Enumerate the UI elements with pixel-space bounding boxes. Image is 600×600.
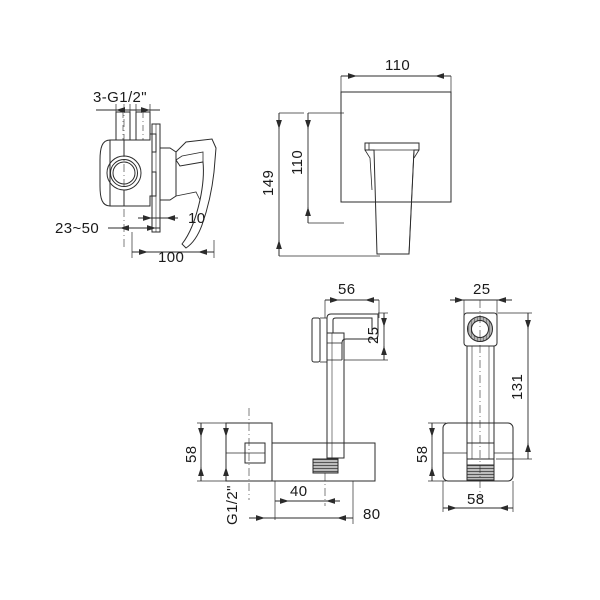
dim-10 [138, 212, 178, 224]
dim-58-bottom [442, 481, 514, 512]
dim-label-thread: 3-G1/2" [93, 89, 147, 106]
dim-100 [131, 232, 215, 258]
dim-label-80: 80 [363, 506, 381, 523]
sprayer-trigger-side [311, 317, 327, 363]
dim-25-height [344, 312, 388, 361]
dim-label-56: 56 [338, 281, 356, 298]
dim-label-g12: G1/2" [224, 485, 241, 525]
dim-label-131: 131 [509, 374, 526, 400]
outlet-nipple-side [312, 458, 339, 474]
dim-131 [496, 312, 532, 460]
dim-40 [274, 481, 340, 520]
sprayer-shaft-front [466, 345, 495, 460]
dim-58-left [197, 422, 229, 482]
dim-label-149: 149 [260, 170, 277, 196]
dim-110-height [305, 112, 344, 224]
dim-label-25-width: 25 [473, 281, 491, 298]
dim-label-58-left: 58 [183, 446, 200, 464]
sprayer-head-arm-side [326, 313, 379, 361]
dim-label-58-right: 58 [414, 446, 431, 464]
dim-label-25-height: 25 [365, 327, 382, 345]
dim-label-10: 10 [188, 210, 206, 227]
dim-label-110-height: 110 [289, 150, 306, 175]
outlet-nipple-front [466, 464, 495, 481]
lever-handle-front [364, 142, 420, 255]
dim-56 [324, 297, 380, 318]
dim-label-110-width: 110 [385, 57, 410, 74]
lever-handle-side [159, 138, 217, 249]
dim-label-40: 40 [290, 483, 308, 500]
dim-80 [249, 481, 354, 524]
sprayer-handle-side [326, 332, 345, 459]
view-side-holder [225, 313, 379, 506]
dim-149 [276, 112, 380, 257]
view-front-holder [442, 300, 514, 500]
spray-head-front [463, 312, 498, 347]
dim-thread-3g12 [96, 104, 160, 116]
dim-label-100: 100 [158, 249, 184, 266]
dim-label-23-50: 23~50 [55, 220, 99, 237]
view-front-plate [340, 91, 452, 255]
dim-label-58-bottom: 58 [467, 491, 485, 508]
dim-110-width [340, 73, 452, 94]
escutcheon-plate-front [340, 91, 452, 203]
dim-25-width [450, 297, 512, 316]
